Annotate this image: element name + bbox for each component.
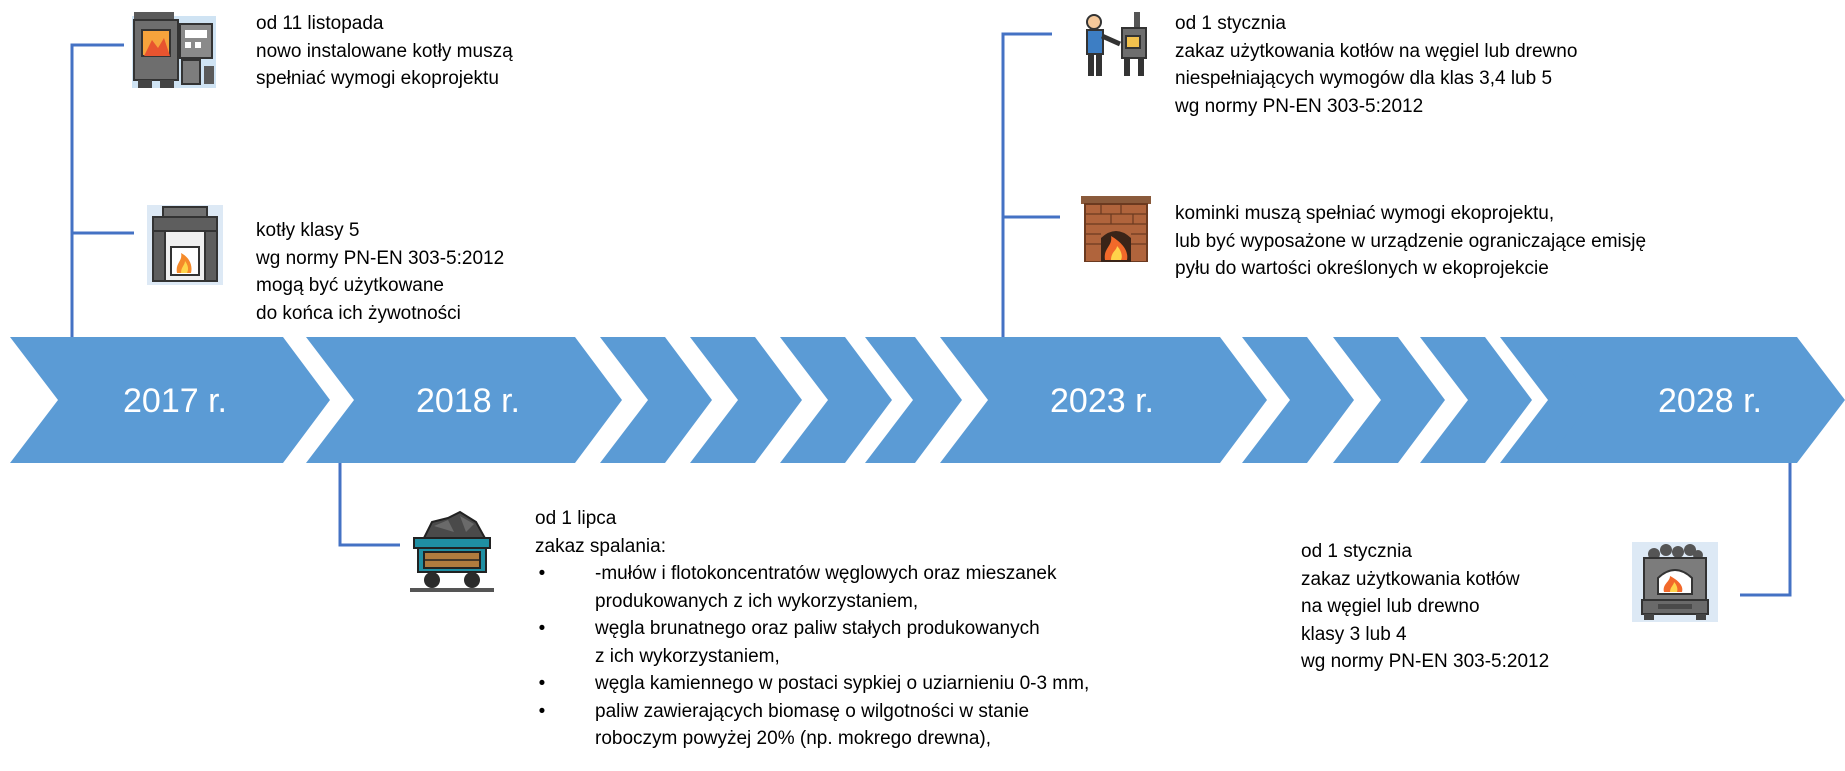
connector-lines (70, 32, 1792, 597)
chevron-small-6 (1333, 337, 1445, 463)
list-item: • węgla kamiennego w postaci sypkiej o u… (535, 670, 1090, 698)
coal-cart-icon (410, 510, 494, 592)
event-line: kominki muszą spełniać wymogi ekoprojekt… (1175, 203, 1555, 224)
year-label-2017: 2017 r. (123, 382, 227, 420)
furnace-icon (147, 205, 223, 285)
event-line: mogą być użytkowane (256, 275, 444, 296)
chevron-small-2 (690, 337, 802, 463)
chevron-small-5 (1242, 337, 1354, 463)
person-boiler-icon (1086, 12, 1147, 76)
event-2017-new-boilers: od 11 listopada nowo instalowane kotły m… (256, 10, 513, 93)
connector-2017 (70, 43, 124, 337)
list-item-line: produkowanych z ich wykorzystaniem, (595, 590, 919, 612)
event-2028-boiler-ban: od 1 stycznia zakaz użytkowania kotłów n… (1301, 538, 1549, 676)
event-line: klasy 3 lub 4 (1301, 623, 1407, 645)
event-line: zakaz użytkowania kotłów (1301, 568, 1520, 590)
event-line: od 1 lipca (535, 508, 617, 529)
boiler-icon (132, 12, 216, 88)
year-label-2018: 2018 r. (416, 382, 520, 420)
list-item: • -mułów i flotokoncentratów węglowych o… (535, 560, 1089, 615)
event-line: zakaz spalania: (535, 535, 666, 557)
chevron-2017 (10, 337, 330, 463)
event-line: wg normy PN-EN 303-5:2012 (1301, 651, 1550, 672)
chevron-small-7 (1420, 337, 1532, 463)
year-label-2028: 2028 r. (1658, 382, 1762, 420)
connector-2018 (338, 463, 400, 547)
event-line: kotły klasy 5 (256, 220, 360, 241)
event-line: zakaz użytkowania kotłów na węgiel lub d… (1175, 40, 1578, 62)
event-line: od 1 stycznia (1175, 13, 1286, 34)
year-labels: 2017 r. 2018 r. 2023 r. 2028 r. (123, 382, 1762, 420)
event-2023-boiler-ban: od 1 stycznia zakaz użytkowania kotłów n… (1175, 10, 1577, 120)
bullet-icon: • (538, 563, 546, 584)
chevron-2023 (940, 337, 1267, 463)
chevron-small-1 (600, 337, 712, 463)
year-label-2023: 2023 r. (1050, 382, 1154, 420)
connector-2028 (1740, 463, 1792, 597)
list-item-line: węgla kamiennego w postaci sypkiej o uzi… (595, 673, 1090, 694)
event-2023-fireplaces: kominki muszą spełniać wymogi ekoprojekt… (1175, 200, 1646, 283)
event-line: na węgiel lub drewno (1301, 596, 1480, 617)
event-line: wg normy PN-EN 303-5:2012 (1175, 95, 1424, 117)
event-line: lub być wyposażone w urządzenie ogranicz… (1175, 230, 1647, 252)
bullet-icon: • (538, 618, 546, 639)
chevron-2018 (306, 337, 622, 463)
event-line: do końca ich żywotności (256, 302, 461, 324)
event-line: niespełniających wymogów dla klas 3,4 lu… (1175, 68, 1553, 89)
chevron-small-4 (865, 337, 962, 463)
list-item-line: roboczym powyżej 20% (np. mokrego drewna… (595, 728, 992, 749)
event-2017-class5-boilers: kotły klasy 5 wg normy PN-EN 303-5:2012 … (256, 217, 504, 327)
bullet-icon: • (538, 673, 546, 694)
chevron-small-3 (780, 337, 892, 463)
event-line: spełniać wymogi ekoprojektu (256, 68, 499, 89)
event-line: pyłu do wartości określonych w ekoprojek… (1175, 258, 1549, 279)
event-line: od 11 listopada (256, 13, 384, 34)
fireplace-icon (1081, 196, 1151, 262)
event-2018-fuel-ban: od 1 lipca zakaz spalania: • -mułów i fl… (535, 505, 1089, 753)
stove-icon (1632, 542, 1718, 622)
list-item-line: węgla brunatnego oraz paliw stałych prod… (595, 618, 1040, 639)
connector-2023 (1001, 32, 1052, 337)
list-item-line: z ich wykorzystaniem, (595, 645, 780, 667)
timeline-arrows (10, 337, 1845, 463)
list-item-line: paliw zawierających biomasę o wilgotnośc… (595, 700, 1030, 722)
event-line: od 1 stycznia (1301, 541, 1412, 562)
bullet-icon: • (538, 700, 546, 722)
event-line: nowo instalowane kotły muszą (256, 40, 513, 62)
list-item: • paliw zawierających biomasę o wilgotno… (535, 698, 1089, 753)
list-item-line: -mułów i flotokoncentratów węglowych ora… (595, 563, 1057, 584)
banned-fuels-list: • -mułów i flotokoncentratów węglowych o… (535, 560, 1090, 753)
event-line: wg normy PN-EN 303-5:2012 (256, 247, 505, 269)
chevron-2028 (1545, 337, 1845, 463)
list-item: • węgla brunatnego oraz paliw stałych pr… (535, 615, 1089, 670)
